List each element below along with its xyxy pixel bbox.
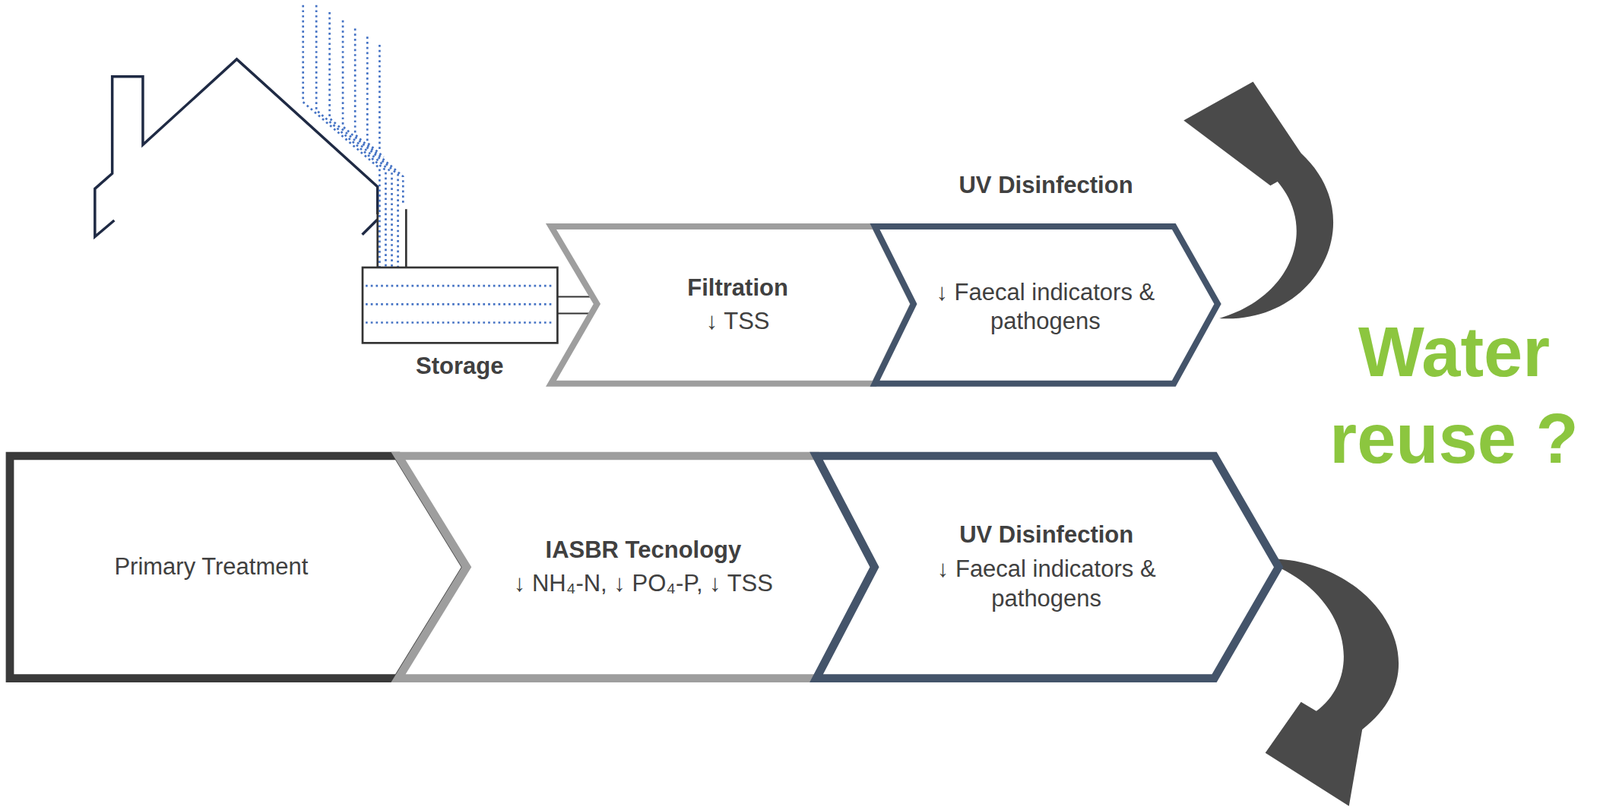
stage-text: ↓ NH₄-N, ↓ PO₄-P, ↓ TSS: [513, 569, 774, 599]
stage-heading: UV Disinfection: [959, 520, 1134, 551]
text-area: UV Disinfection↓ Faecal indicators & pat…: [816, 456, 1279, 679]
text-area: IASBR Tecnology↓ NH₄-N, ↓ PO₄-P, ↓ TSS: [398, 456, 875, 679]
iasbr-chevron: IASBR Tecnology↓ NH₄-N, ↓ PO₄-P, ↓ TSS: [398, 456, 875, 679]
filtration-chevron: Filtration↓ TSS: [551, 226, 914, 384]
stage-text: ↓ TSS: [706, 307, 770, 337]
downspout: [377, 209, 407, 268]
uv-chevron: ↓ Faecal indicators & pathogensUV Disinf…: [874, 226, 1218, 384]
text-area: [362, 267, 558, 343]
water-reuse-label: Water reuse ?: [1328, 308, 1580, 482]
stage-text: Primary Treatment: [114, 552, 308, 583]
filtration-chevron-outline: [551, 226, 914, 384]
house-outline: [95, 59, 378, 238]
stage-text: ↓ Faecal indicators & pathogens: [921, 278, 1170, 338]
primary-chevron: Primary Treatment: [9, 456, 466, 679]
reuse-arrow-down: [1257, 558, 1399, 806]
storage-tank: Storage: [362, 267, 558, 343]
stage-heading: UV Disinfection: [844, 171, 1249, 201]
tank-label: Storage: [362, 351, 558, 382]
iasbr-chevron-outline: [398, 456, 875, 679]
rain-lines: [303, 5, 404, 268]
stage-text: ↓ Faecal indicators & pathogens: [882, 554, 1211, 615]
storage-tank-outline: [362, 267, 558, 343]
pipe-connector: [557, 296, 594, 314]
uv-chevron: UV Disinfection↓ Faecal indicators & pat…: [816, 456, 1279, 679]
stage-heading: Filtration: [687, 273, 789, 304]
text-area: ↓ Faecal indicators & pathogens: [874, 226, 1218, 384]
text-area: Primary Treatment: [9, 456, 466, 679]
text-area: Filtration↓ TSS: [551, 226, 914, 384]
stage-heading: IASBR Tecnology: [545, 535, 742, 566]
